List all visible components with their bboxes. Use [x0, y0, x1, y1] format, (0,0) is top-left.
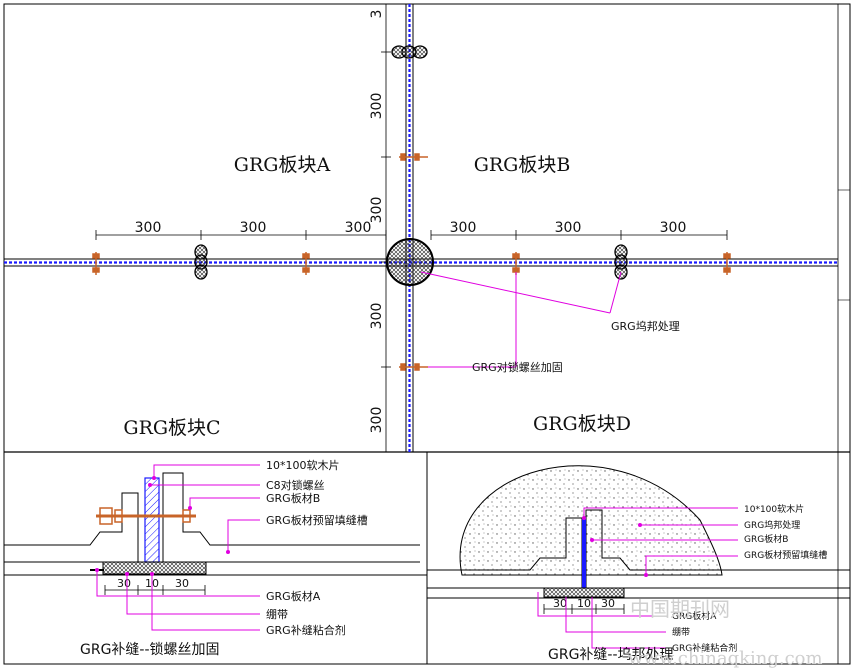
left-lock-screw [96, 507, 196, 525]
frame [3, 3, 851, 665]
callout-lock-screw: GRG对锁螺丝加固 [428, 272, 563, 374]
right-label-wood-strip: 10*100软木片 [744, 503, 804, 515]
left-dim-3: 30 [175, 577, 189, 590]
filler-blob-right [614, 244, 628, 280]
vertical-dimension-chain: 3 300 300 300 300 [369, 4, 391, 452]
left-leader-dots [95, 476, 230, 576]
panel-b-label: GRG板块B [474, 154, 571, 176]
dim-h-3: 300 [345, 220, 372, 236]
dim-h-5: 300 [555, 220, 582, 236]
detail-right: 30 10 30 10*100软木片 GRG坞邦处理 GRG板材B GRG板材预… [427, 465, 850, 663]
right-filler-dome [459, 465, 723, 576]
left-label-board-a: GRG板材A [266, 589, 321, 603]
top-plan: 300 300 300 300 300 300 3 300 300 300 30… [4, 4, 838, 452]
callout-filler-treatment-text: GRG坞邦处理 [611, 319, 680, 333]
screw-h-3 [512, 252, 520, 275]
left-wood-strip [144, 477, 160, 563]
callout-lock-screw-text: GRG对锁螺丝加固 [472, 360, 563, 374]
filler-blob-top [391, 45, 428, 59]
left-bandage [102, 561, 207, 575]
left-detail-title: GRG补缝--锁螺丝加固 [80, 642, 220, 658]
left-label-bandage: 绷带 [266, 607, 288, 621]
dim-v-4: 300 [369, 407, 385, 434]
dim-h-6: 300 [660, 220, 687, 236]
left-label-joint-adhesive: GRG补缝粘合剂 [266, 623, 346, 637]
left-board-b-outline [162, 472, 420, 563]
dim-v-3: 300 [369, 303, 385, 330]
horizontal-dimension-chain: 300 300 300 300 300 300 [95, 220, 728, 240]
dim-v-1: 300 [369, 93, 385, 120]
detail-left: 30 10 30 10*100软木片 C8对锁螺丝 GRG板材B GRG板材预留… [4, 458, 427, 658]
vertical-lock-screws [399, 153, 428, 371]
left-label-reserved-groove: GRG板材预留填缝槽 [266, 513, 368, 527]
right-dimension-chain: 30 10 30 [543, 597, 625, 614]
right-wood-strip [582, 518, 586, 588]
watermark-cn: 中国期刊网 [630, 597, 730, 621]
watermark: 中国期刊网 www.chinaqking.com [628, 597, 823, 668]
dim-h-2: 300 [240, 220, 267, 236]
dim-v-2: 300 [369, 197, 385, 224]
screw-v-1 [399, 153, 428, 161]
right-detail-title: GRG补缝--坞邦处理 [548, 647, 674, 663]
screw-v-2 [399, 363, 428, 371]
screw-h-1 [92, 252, 100, 275]
watermark-url: www.chinaqking.com [628, 648, 823, 668]
right-label-reserved-groove: GRG板材预留填缝槽 [744, 549, 827, 561]
filler-blob-center [386, 238, 434, 286]
right-dim-3: 30 [601, 597, 615, 610]
left-leaders [96, 464, 260, 631]
filler-blobs [194, 45, 628, 286]
right-label-board-b: GRG板材B [744, 533, 788, 545]
panel-a-label: GRG板块A [234, 154, 331, 176]
right-dim-2: 10 [577, 597, 591, 610]
left-board-a-outline [4, 492, 139, 563]
left-label-board-b: GRG板材B [266, 491, 320, 505]
right-leader-dots [582, 516, 648, 577]
left-label-wood-strip: 10*100软木片 [266, 458, 340, 472]
dim-v-top: 3 [369, 10, 385, 19]
filler-blob-left [194, 244, 208, 280]
right-label-bandage: 绷带 [672, 627, 690, 638]
left-dim-1: 30 [117, 577, 131, 590]
right-label-filler-treatment: GRG坞邦处理 [744, 519, 800, 531]
dim-h-1: 300 [135, 220, 162, 236]
right-leaders [537, 507, 738, 649]
right-label-board-a: GRG板材A [672, 610, 717, 622]
left-dimension-chain: 30 10 30 [104, 577, 206, 595]
panel-d-label: GRG板块D [533, 413, 631, 435]
panel-c-label: GRG板块C [123, 417, 220, 439]
screw-h-2 [302, 252, 310, 275]
vertical-joint [405, 4, 414, 452]
dim-h-4: 300 [450, 220, 477, 236]
callout-filler-treatment: GRG坞邦处理 [420, 271, 680, 333]
left-label-lock-screw: C8对锁螺丝 [266, 478, 325, 492]
right-dim-1: 30 [553, 597, 567, 610]
right-label-joint-adhesive: GRG补缝粘合剂 [672, 642, 737, 654]
screw-h-4 [723, 252, 731, 275]
right-bandage [543, 587, 625, 598]
